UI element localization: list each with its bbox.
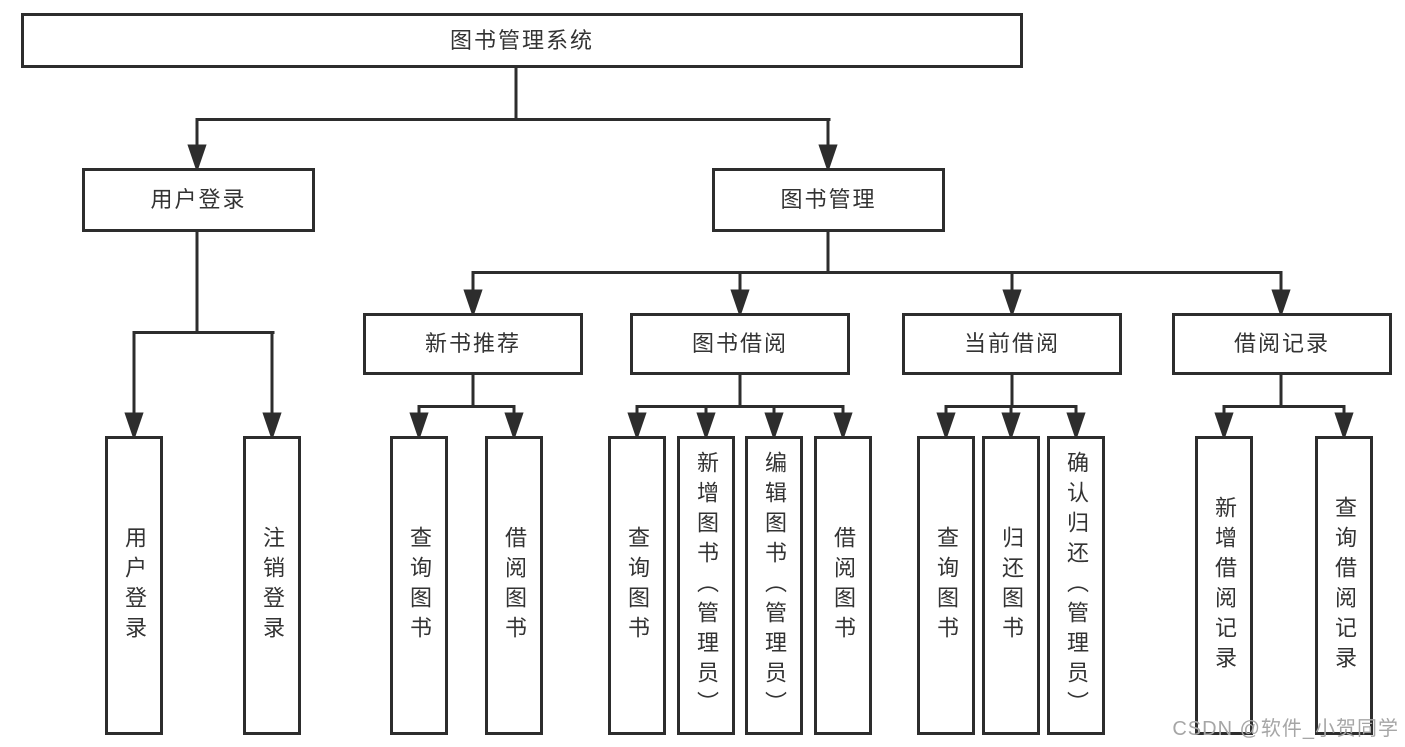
node-search-books-borrow: 查询图书 bbox=[608, 436, 666, 735]
node-search-books-current: 查询图书 bbox=[917, 436, 975, 735]
node-book-management-module: 图书管理 bbox=[712, 168, 945, 232]
node-confirm-return-admin: 确认归还（管理员） bbox=[1047, 436, 1105, 735]
node-search-borrow-record: 查询借阅记录 bbox=[1315, 436, 1373, 735]
node-current-borrowing: 当前借阅 bbox=[902, 313, 1122, 375]
node-logout: 注销登录 bbox=[243, 436, 301, 735]
node-borrow-books: 借阅图书 bbox=[814, 436, 872, 735]
node-new-book-recommendation: 新书推荐 bbox=[363, 313, 583, 375]
node-add-borrow-record: 新增借阅记录 bbox=[1195, 436, 1253, 735]
node-search-books-rec: 查询图书 bbox=[390, 436, 448, 735]
csdn-watermark: CSDN @软件_小贺同学 bbox=[1172, 718, 1399, 740]
node-user-login-module: 用户登录 bbox=[82, 168, 315, 232]
node-edit-books-admin: 编辑图书（管理员） bbox=[745, 436, 803, 735]
node-add-books-admin: 新增图书（管理员） bbox=[677, 436, 735, 735]
node-return-books: 归还图书 bbox=[982, 436, 1040, 735]
node-borrow-books-rec: 借阅图书 bbox=[485, 436, 543, 735]
node-book-borrowing: 图书借阅 bbox=[630, 313, 850, 375]
node-library-management-system: 图书管理系统 bbox=[21, 13, 1023, 68]
node-borrowing-records: 借阅记录 bbox=[1172, 313, 1392, 375]
node-user-login: 用户登录 bbox=[105, 436, 163, 735]
